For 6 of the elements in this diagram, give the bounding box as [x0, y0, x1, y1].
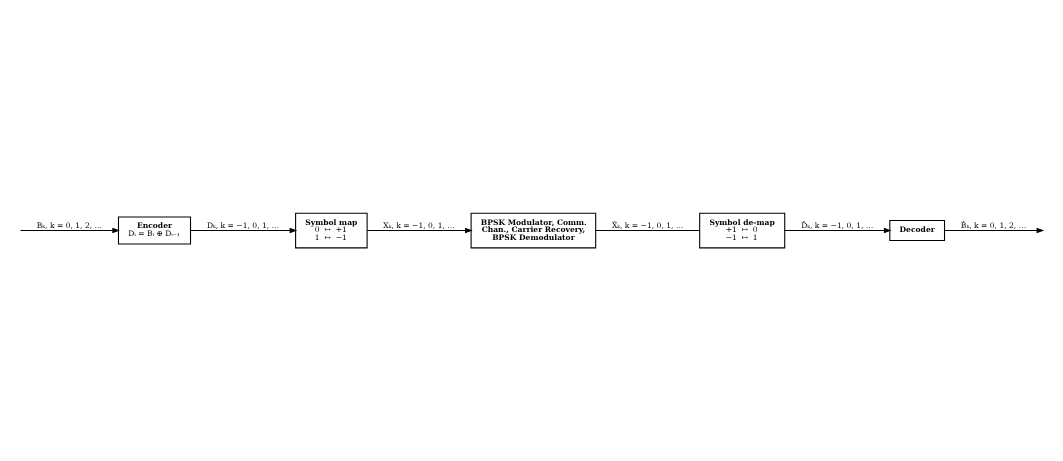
arrow: [784, 227, 892, 234]
connector: [595, 229, 701, 232]
arrow: [944, 227, 1045, 234]
arrow: [190, 227, 298, 234]
arrow: [366, 227, 473, 234]
arrow: [19, 227, 120, 234]
